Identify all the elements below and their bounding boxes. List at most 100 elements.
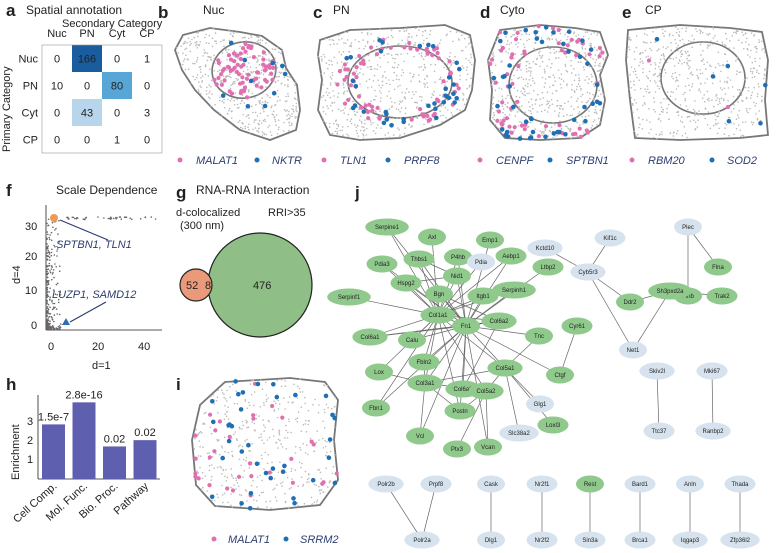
network-node[interactable]: Glg1: [526, 395, 554, 413]
background-dot: [191, 38, 193, 41]
network-node[interactable]: Calu: [398, 331, 426, 349]
background-dot: [681, 27, 683, 30]
background-dot: [329, 82, 332, 84]
network-node[interactable]: Fn1: [452, 317, 480, 335]
network-node[interactable]: Tnc: [525, 327, 553, 345]
network-node[interactable]: Trak2: [706, 287, 738, 305]
network-node[interactable]: Rest: [576, 475, 604, 493]
network-node[interactable]: Col3a1: [407, 374, 443, 392]
background-dot: [376, 64, 379, 66]
network-node[interactable]: Emp1: [476, 231, 504, 249]
network-node[interactable]: Thada: [724, 475, 756, 493]
network-node[interactable]: Skiv2l: [639, 362, 675, 380]
background-dot: [728, 47, 730, 49]
network-node[interactable]: Kctd10: [527, 239, 563, 257]
background-dot: [189, 44, 191, 46]
background-dot: [379, 110, 381, 113]
network-node[interactable]: Flna: [704, 258, 732, 276]
network-node[interactable]: Sin3a: [574, 531, 606, 549]
background-dot: [675, 42, 677, 45]
background-dot: [325, 403, 328, 406]
background-dot: [421, 34, 424, 37]
scatter-point: [116, 216, 118, 219]
network-node[interactable]: Col5a2: [468, 382, 504, 400]
network-node[interactable]: Cask: [477, 475, 505, 493]
network-node[interactable]: Col5a1: [487, 359, 523, 377]
network-node[interactable]: Sh3pxd2a: [648, 282, 692, 300]
panel-a-letter: a: [6, 1, 16, 20]
network-node[interactable]: Col6a2: [481, 312, 517, 330]
network-node[interactable]: Axl: [418, 228, 446, 246]
network-node[interactable]: Cyr61: [561, 317, 593, 335]
network-node[interactable]: Anln: [676, 475, 704, 493]
scatter-point: [46, 243, 48, 245]
network-node[interactable]: Serpinh1: [492, 281, 536, 299]
network-node[interactable]: Nr2f2: [526, 531, 558, 549]
network-node[interactable]: Mki67: [696, 362, 728, 380]
network-node[interactable]: Lox: [365, 363, 393, 381]
background-dot: [521, 92, 524, 95]
network-node[interactable]: Plec: [674, 218, 702, 236]
network-node[interactable]: Polr2b: [368, 475, 404, 493]
network-node[interactable]: Pdia: [467, 253, 495, 271]
network-node[interactable]: Hspg2: [390, 274, 422, 292]
network-node[interactable]: Ranbp2: [695, 422, 731, 440]
background-dot: [691, 85, 693, 88]
background-dot: [459, 74, 461, 77]
network-node-label: Prpf8: [429, 482, 444, 488]
scatter-point: [58, 241, 61, 243]
transcript-dot: [417, 43, 423, 49]
network-node[interactable]: Ptx3: [443, 440, 471, 458]
network-node[interactable]: Slc38a2: [499, 424, 539, 442]
background-dot: [230, 504, 232, 507]
background-dot: [293, 97, 296, 99]
background-dot: [245, 115, 248, 118]
network-node[interactable]: Bard1: [624, 475, 656, 493]
network-node[interactable]: Nid1: [443, 267, 471, 285]
network-node[interactable]: Serpinf1: [327, 288, 371, 306]
network-node[interactable]: Iqgap3: [672, 531, 708, 549]
network-node[interactable]: Bgn: [425, 285, 453, 303]
background-dot: [265, 381, 267, 384]
network-node[interactable]: Postn: [444, 402, 476, 420]
network-node[interactable]: Prpf8: [420, 475, 452, 493]
background-dot: [517, 125, 520, 127]
network-node[interactable]: Serpine1: [365, 218, 409, 236]
network-node[interactable]: Brca1: [624, 531, 656, 549]
network-node[interactable]: Vcan: [474, 438, 502, 456]
network-node[interactable]: Fbn1: [362, 399, 390, 417]
background-dot: [236, 98, 239, 101]
network-node[interactable]: Fbln2: [408, 353, 440, 371]
network-node[interactable]: Dlg1: [477, 531, 505, 549]
network-node[interactable]: Ttc37: [643, 422, 675, 440]
background-dot: [525, 33, 528, 35]
network-node[interactable]: Nr2f1: [526, 475, 558, 493]
background-dot: [740, 90, 742, 92]
network-node-shape: [499, 424, 539, 442]
network-node[interactable]: Zfp36l2: [720, 531, 760, 549]
network-node[interactable]: Thbs1: [403, 250, 435, 268]
background-dot: [297, 411, 300, 414]
network-node[interactable]: Cyb5r3: [570, 263, 606, 281]
background-dot: [468, 59, 470, 62]
network-node[interactable]: Net1: [619, 341, 647, 359]
network-node[interactable]: Col1a1: [420, 306, 456, 324]
network-node[interactable]: Aebp1: [495, 247, 527, 265]
network-node[interactable]: Pdia3: [366, 255, 398, 273]
scatter-point: [51, 278, 53, 281]
network-node[interactable]: Kif1c: [594, 229, 626, 247]
network-node[interactable]: Itgb1: [467, 287, 499, 305]
network-node[interactable]: Ctgf: [546, 366, 574, 384]
network-node[interactable]: Loxl3: [537, 416, 569, 434]
background-dot: [277, 128, 280, 131]
scatter-point: [47, 218, 50, 221]
network-node[interactable]: Vcl: [406, 427, 434, 445]
network-node[interactable]: Ddr2: [616, 293, 644, 311]
network-node[interactable]: P4hb: [444, 248, 472, 266]
network-node[interactable]: Ltbp2: [532, 258, 564, 276]
network-node[interactable]: Col6a1: [352, 328, 388, 346]
background-dot: [205, 93, 208, 95]
scatter-point: [47, 251, 49, 253]
network-node[interactable]: Polr2a: [404, 531, 440, 549]
